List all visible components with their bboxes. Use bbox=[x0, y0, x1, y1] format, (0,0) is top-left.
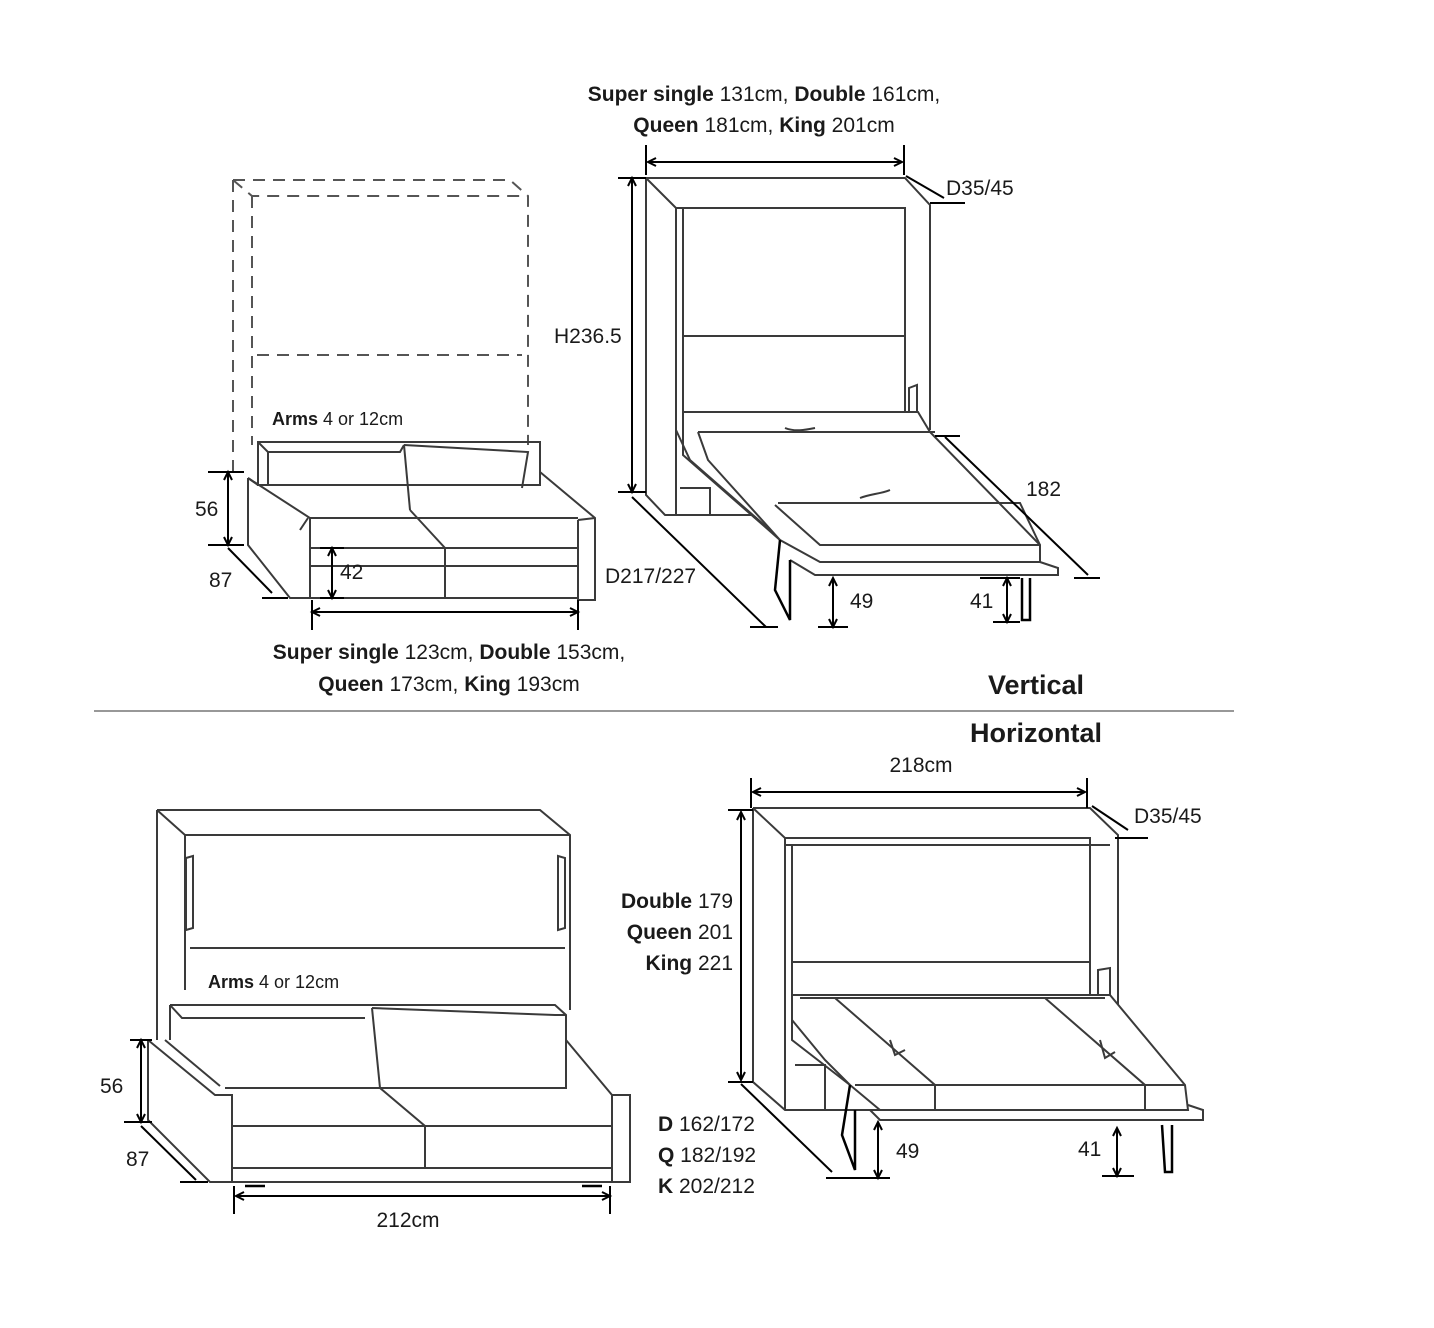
vertical-header: Vertical bbox=[988, 670, 1084, 700]
vertical-cabinet-depth-label: D217/227 bbox=[605, 565, 696, 588]
vertical-sofa-dimensions bbox=[208, 469, 581, 630]
horizontal-height-queen: Queen 201 bbox=[627, 921, 733, 944]
vertical-width-line1: Super single 131cm, Double 161cm, bbox=[588, 83, 940, 106]
horizontal-sofa-back-height: 56 bbox=[100, 1075, 123, 1098]
horizontal-depth-q: Q 182/192 bbox=[658, 1144, 756, 1167]
vertical-sofa-drawing bbox=[232, 179, 596, 601]
horizontal-sofa-depth: 87 bbox=[126, 1148, 149, 1171]
vertical-sofa-width-line1: Super single 123cm, Double 153cm, bbox=[273, 641, 625, 664]
vertical-sofa-back-height: 56 bbox=[195, 498, 218, 521]
vertical-bed-length-label: 182 bbox=[1026, 478, 1061, 501]
vertical-leg-height-label: 41 bbox=[970, 590, 993, 613]
horizontal-width-label: 218cm bbox=[889, 754, 952, 777]
horizontal-height-king: King 221 bbox=[645, 952, 733, 975]
horizontal-sofa-arms-label: Arms 4 or 12cm bbox=[208, 972, 339, 992]
vertical-sofa-seat-height: 42 bbox=[340, 561, 363, 584]
horizontal-sofa-drawing bbox=[147, 809, 631, 1188]
horizontal-depth-label: D35/45 bbox=[1134, 805, 1202, 828]
horizontal-bed-dimensions bbox=[728, 778, 1148, 1181]
vertical-width-line2: Queen 181cm, King 201cm bbox=[633, 114, 894, 137]
vertical-depth-label: D35/45 bbox=[946, 177, 1014, 200]
horizontal-sofa-dimensions bbox=[124, 1037, 613, 1214]
horizontal-header: Horizontal bbox=[970, 718, 1102, 748]
vertical-sofa-depth: 87 bbox=[209, 569, 232, 592]
horizontal-depth-d: D 162/172 bbox=[658, 1113, 755, 1136]
vertical-bed-dimensions bbox=[618, 145, 1100, 630]
horizontal-leg-height-label: 41 bbox=[1078, 1138, 1101, 1161]
vertical-sofa-width-line2: Queen 173cm, King 193cm bbox=[318, 673, 579, 696]
horizontal-height-double: Double 179 bbox=[621, 890, 733, 913]
horizontal-bed-height-label: 49 bbox=[896, 1140, 919, 1163]
vertical-bed-height-label: 49 bbox=[850, 590, 873, 613]
vertical-sofa-arms-label: Arms 4 or 12cm bbox=[272, 409, 403, 429]
horizontal-depth-k: K 202/212 bbox=[658, 1175, 755, 1198]
vertical-bed-drawing bbox=[645, 177, 1059, 622]
vertical-height-label: H236.5 bbox=[554, 325, 622, 348]
horizontal-sofa-width: 212cm bbox=[376, 1209, 439, 1232]
horizontal-bed-drawing bbox=[752, 807, 1204, 1174]
